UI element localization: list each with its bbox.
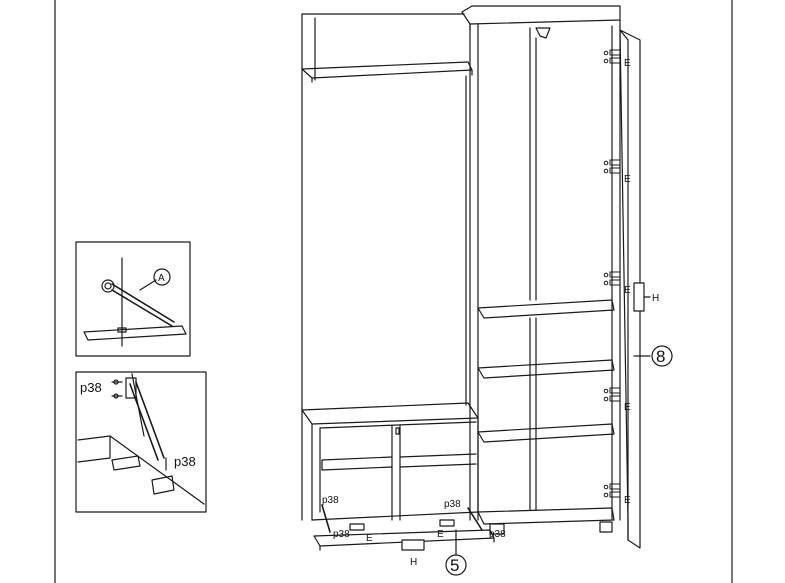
door-e-label-5: E: [624, 495, 631, 506]
part-8-number: 8: [656, 347, 665, 366]
door-e-label-4: E: [624, 402, 631, 413]
door-handle-label: H: [652, 293, 659, 304]
door-hinges: [603, 49, 621, 498]
flap-p38-upper-right: p38: [444, 499, 461, 510]
right-wardrobe: [461, 5, 621, 535]
flap-handle-label: H: [410, 557, 417, 568]
door-handle: [633, 282, 645, 312]
inset-detail-p38: [75, 371, 207, 513]
inset-p38-label-bottom: p38: [174, 454, 196, 469]
flap-handle: [401, 539, 425, 551]
flap-p38-lower-left: p38: [333, 529, 350, 540]
flap-panel: [313, 504, 495, 551]
flap-e-right: E: [437, 529, 444, 540]
inset-detail-a: [75, 241, 191, 357]
door-e-label-2: E: [624, 174, 631, 185]
part-5-number: 5: [450, 556, 459, 575]
inset-a-label: A: [158, 273, 165, 284]
door-e-label-3: E: [624, 285, 631, 296]
left-cabinet: [301, 13, 479, 521]
part-5-circle: [445, 554, 467, 576]
inset-p38-label-top: p38: [80, 380, 102, 395]
flap-p38-lower-right: p38: [489, 529, 506, 540]
wardrobe-door: [619, 29, 641, 549]
flap-p38-upper-left: p38: [322, 495, 339, 506]
part-8-circle: [651, 345, 673, 367]
flap-e-left: E: [366, 533, 373, 544]
door-e-label-1: E: [624, 58, 631, 69]
